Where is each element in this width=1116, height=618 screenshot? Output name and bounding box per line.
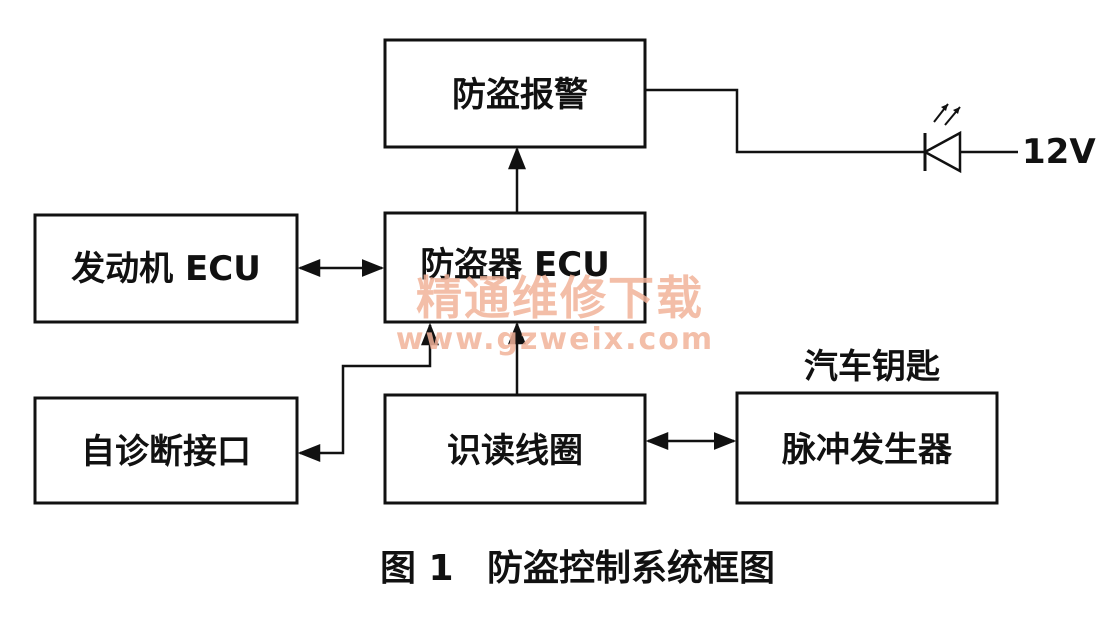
label-12v: 12V	[1022, 132, 1096, 172]
box-alarm	[383, 38, 647, 149]
wire-alarm-led	[645, 88, 925, 154]
led-icon	[922, 103, 962, 174]
label-alarm: 防盗报警	[452, 75, 588, 115]
caption-title: 防盗控制系统框图	[487, 548, 775, 589]
box-pulse-generator	[735, 391, 999, 505]
watermark-url: www.gzweix.com	[396, 322, 714, 357]
label-car-key: 汽车钥匙	[804, 347, 940, 387]
box-engine-ecu	[33, 213, 299, 324]
label-immobilizer-ecu: 防盗器 ECU	[420, 245, 610, 285]
box-diag-port	[33, 396, 299, 505]
watermark-text: 精通维修下载	[416, 271, 704, 325]
label-pulse-generator: 脉冲发生器	[782, 430, 953, 470]
arrow-ecu-diag	[297, 322, 439, 462]
box-immobilizer-ecu	[383, 211, 647, 324]
label-diag-port: 自诊断接口	[81, 432, 251, 472]
caption-figure-number: 图 1	[380, 548, 454, 589]
label-engine-ecu: 发动机 ECU	[71, 249, 261, 289]
label-reader-coil: 识读线圈	[447, 431, 583, 471]
